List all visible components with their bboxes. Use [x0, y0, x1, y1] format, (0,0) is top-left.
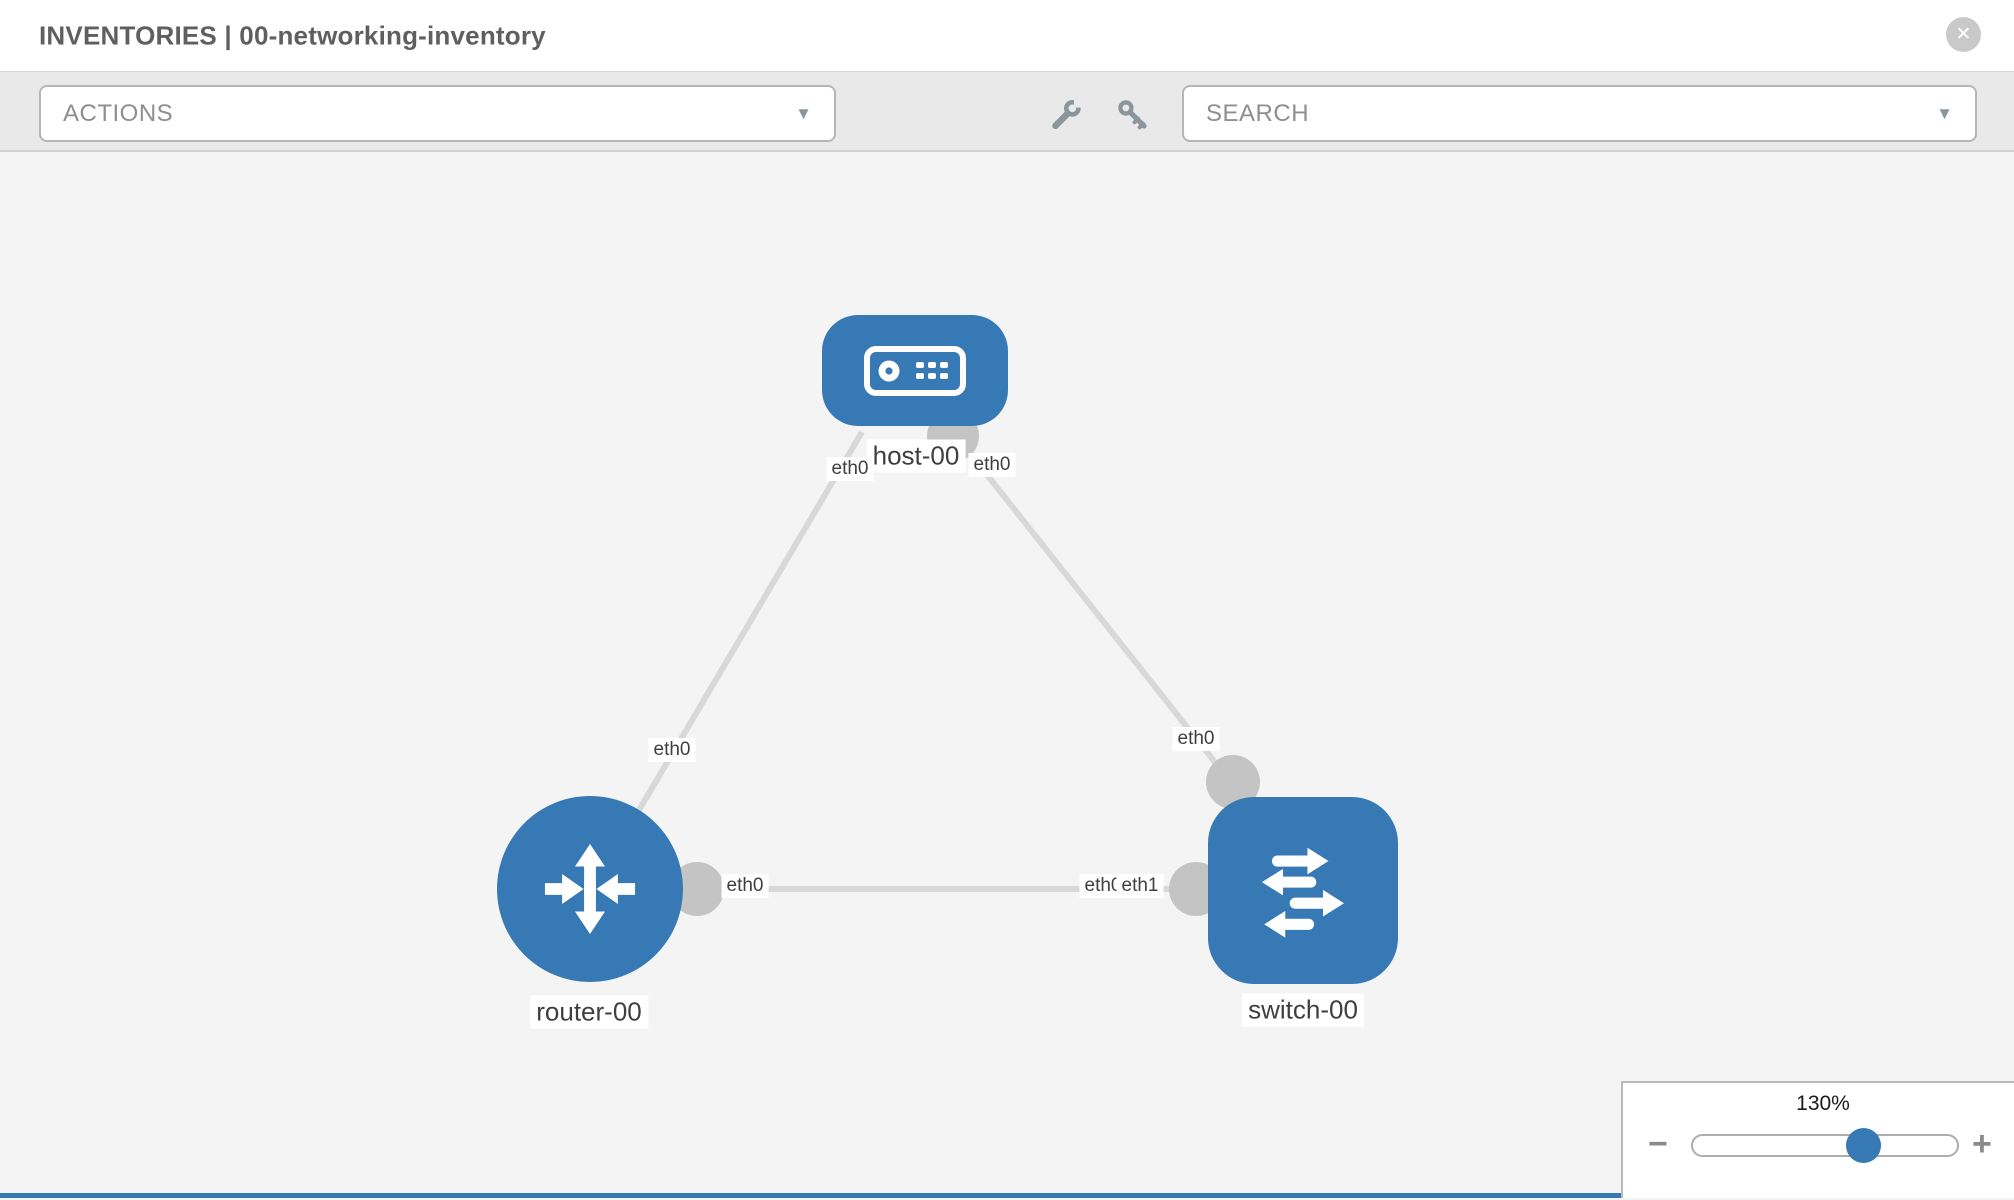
actions-dropdown-label: ACTIONS: [63, 99, 174, 127]
links-layer: [629, 410, 1260, 916]
link-host-switch: [950, 430, 1236, 787]
page-title: INVENTORIES | 00-networking-inventory: [39, 20, 546, 50]
host-icon: [864, 345, 966, 396]
router-icon: [544, 843, 636, 935]
interface-connector: [1206, 755, 1260, 809]
header-bar: INVENTORIES | 00-networking-inventory ✕: [0, 0, 2014, 72]
zoom-out-button[interactable]: −: [1648, 1127, 1668, 1161]
zoom-slider-thumb[interactable]: [1846, 1128, 1881, 1163]
chevron-down-icon: ▼: [795, 103, 812, 123]
node-label: host-00: [866, 439, 966, 473]
switch-icon: [1261, 847, 1345, 938]
search-dropdown[interactable]: SEARCH ▼: [1182, 85, 1977, 142]
minus-icon: −: [1648, 1125, 1668, 1163]
search-dropdown-label: SEARCH: [1206, 99, 1310, 127]
close-button[interactable]: ✕: [1946, 17, 1981, 52]
actions-dropdown[interactable]: ACTIONS ▼: [39, 85, 836, 142]
zoom-in-button[interactable]: +: [1972, 1127, 1992, 1161]
node-label: switch-00: [1242, 993, 1364, 1027]
interface-label: eth0: [648, 738, 696, 762]
plus-icon: +: [1972, 1125, 1992, 1163]
interface-label: eth1: [1116, 874, 1164, 898]
topology-canvas[interactable]: host-00 router-00 switch-00 eth0 eth0 et…: [0, 152, 2014, 1198]
interface-label: eth0: [721, 874, 769, 898]
interface-label: eth0: [826, 457, 874, 481]
toolbar: ACTIONS ▼ SEARCH ▼: [0, 72, 2014, 152]
node-router-00[interactable]: [497, 796, 683, 982]
link-host-router: [629, 430, 865, 824]
node-label: router-00: [530, 995, 648, 1029]
key-icon[interactable]: [1116, 98, 1150, 132]
node-switch-00[interactable]: [1208, 797, 1398, 984]
zoom-level-value: 130%: [1796, 1092, 1850, 1115]
interface-connector: [670, 862, 724, 916]
zoom-slider[interactable]: [1691, 1134, 1959, 1157]
node-host-00[interactable]: [822, 315, 1008, 426]
interface-label: eth0: [968, 453, 1016, 477]
interface-label: eth0: [1172, 727, 1220, 751]
close-icon: ✕: [1955, 24, 1972, 45]
chevron-down-icon: ▼: [1936, 103, 1953, 123]
bottom-accent-bar: [0, 1193, 1621, 1198]
wrench-icon[interactable]: [1049, 98, 1083, 132]
